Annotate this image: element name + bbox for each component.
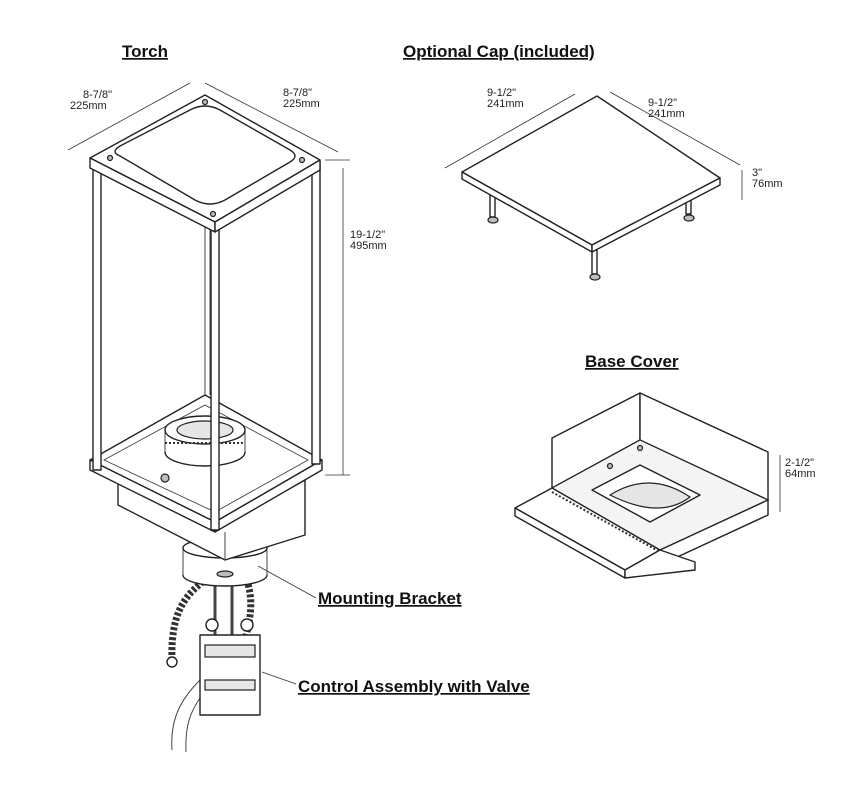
cap-height-imperial: 3" [752,167,762,179]
cap-dimension-lines [444,91,743,200]
cap-width-left-metric: 241mm [487,98,524,110]
burner-drawing [160,415,246,483]
torch-title: Torch [122,42,168,61]
control-assembly-label: Control Assembly with Valve [298,677,530,696]
base-cover-height-imperial: 2-1/2" [785,457,814,469]
mounting-bracket-label: Mounting Bracket [318,589,462,608]
control-assembly-drawing [166,572,261,753]
torch-width-right-metric: 225mm [283,98,320,110]
base-cover-title: Base Cover [585,352,679,371]
torch-top-frame [89,94,321,233]
torch-width-left-imperial: 8-7/8" [83,89,112,101]
cap-width-right-metric: 241mm [648,108,685,120]
torch-dimension-lines [67,82,350,476]
cap-width-right-imperial: 9-1/2" [648,97,677,109]
cap-title: Optional Cap (included) [403,42,595,61]
cap-legs [487,191,695,281]
base-cover-drawing: Base Cover 2-1/2" 64mm [514,352,816,579]
cap-height-metric: 76mm [752,178,783,190]
control-assembly-leader [261,671,297,685]
torch-height-metric: 495mm [350,240,387,252]
torch-drawing: Torch 8-7/8" 225mm 8-7/8" 225mm 19-1/2" … [67,42,530,753]
mounting-bracket-leader [257,565,317,599]
cap-drawing: Optional Cap (included) 9-1/2" 241mm 9-1… [403,42,783,281]
torch-width-left-metric: 225mm [70,100,107,112]
torch-height-imperial: 19-1/2" [350,229,385,241]
torch-width-right-imperial: 8-7/8" [283,87,312,99]
base-cover-height-metric: 64mm [785,468,816,480]
cap-width-left-imperial: 9-1/2" [487,87,516,99]
